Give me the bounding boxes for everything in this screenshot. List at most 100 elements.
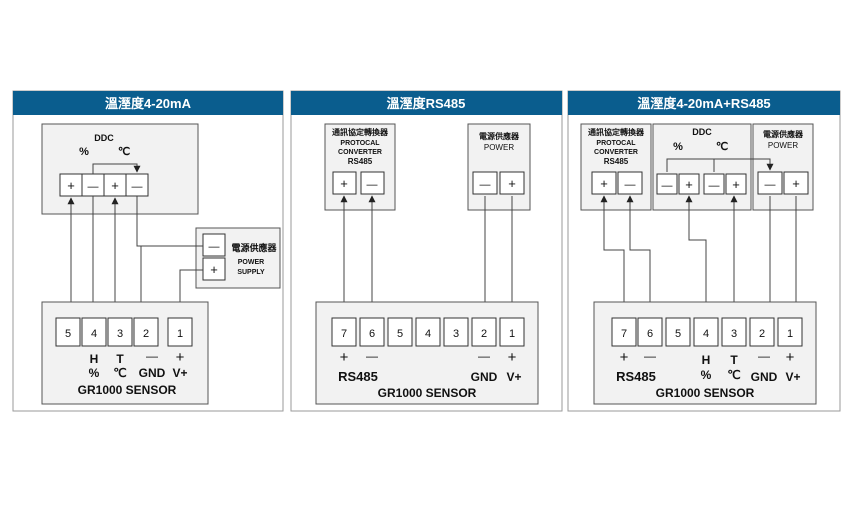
label-t: T [730,353,738,367]
ddc-temp-label: ℃ [118,146,130,158]
sensor-terminal [777,317,803,347]
converter-line2: CONVERTER [338,149,382,156]
sensor-terminal [107,317,133,347]
sensor-terminal [81,317,107,347]
converter-line3: RS485 [348,157,373,166]
label-rs485: RS485 [616,369,656,384]
sensor-terminal-number: 1 [177,328,183,340]
ddc-humidity-label: % [673,141,683,153]
label-h: H [90,352,99,366]
label-v-symbol: + [508,349,517,366]
ddc-terminal [678,173,700,195]
label-pct: % [701,368,712,382]
power-terminal-sign: + [210,262,218,277]
sensor-terminal [55,317,81,347]
ddc-common-link [666,158,715,172]
sensor-terminal-number: 3 [453,328,459,340]
sensor-name: GR1000 SENSOR [656,386,755,400]
sensor-terminal-number: 2 [481,328,487,340]
label-v-symbol: + [786,349,795,366]
converter-line1: PROTOCAL [340,140,380,147]
sensor-terminal [499,317,525,347]
sensor-terminal-number: 7 [341,328,347,340]
sensor-terminal-number: 2 [143,328,149,340]
panel-title: 溫溼度RS485 [387,96,466,111]
label-rs485: RS485 [338,369,378,384]
sensor-terminal [359,317,385,347]
sensor-terminal-number: 7 [621,328,627,340]
sensor-terminal-number: 1 [787,328,793,340]
ddc-title: DDC [692,127,712,137]
sensor-terminal-number: 3 [731,328,737,340]
power-line1: POWER [768,141,798,150]
ddc-terminal [703,173,725,195]
sensor-terminal-number: 5 [397,328,403,340]
power-terminal [472,171,498,195]
ddc-box [41,123,199,215]
power-title: 電源供應器 [479,131,520,141]
label-plus-symbol: + [620,349,629,366]
sensor-terminal [331,317,357,347]
converter-line1: PROTOCAL [596,140,636,147]
label-deg: ℃ [113,366,126,380]
label-vplus: V+ [785,370,800,384]
power-terminal-sign: — [765,179,776,191]
ddc-terminal-sign: + [732,177,740,192]
protocol-converter-module: 通訊協定轉換器 PROTOCAL CONVERTER RS485 + — [580,123,652,211]
panel-rs485: 溫溼度RS485 通訊協定轉換器 PROTOCAL CONVERTER RS48… [290,90,563,412]
wire-ddc-to-power [714,158,774,171]
sensor-terminal [749,317,775,347]
sensor-terminal-number: 3 [117,328,123,340]
power-line1: POWER [484,143,514,152]
sensor-terminal-number: 5 [675,328,681,340]
sensor-module: 5 4 3 2 1 H % T ℃ — GND + V+ GR1000 SENS… [41,301,209,405]
converter-terminal [360,171,385,195]
label-deg: ℃ [727,368,740,382]
converter-terminal-sign: + [340,176,348,191]
ddc-terminal [725,173,747,195]
power-box [752,123,814,211]
ddc-humidity-label: % [79,146,89,158]
label-gnd-symbol: — [478,349,490,363]
panel-4-20ma-rs485: 溫溼度4-20mA+RS485 通訊協定轉換器 PROTOCAL CONVERT… [567,90,841,412]
converter-terminal [591,171,617,195]
sensor-terminal-number: 2 [759,328,765,340]
power-supply-module: — + 電源供應器 POWER SUPPLY [195,227,281,289]
power-terminal [499,171,525,195]
power-terminal-sign: — [480,179,491,191]
power-terminal-sign: + [508,176,516,191]
sensor-terminal [443,317,469,347]
power-title: 電源供應器 [231,242,277,253]
sensor-terminal-number: 4 [91,328,97,340]
ddc-terminal-sign: + [685,177,693,192]
converter-line3: RS485 [604,157,629,166]
sensor-name: GR1000 SENSOR [78,383,177,397]
power-line2: SUPPLY [237,269,265,276]
sensor-module: 7 6 5 4 3 2 1 + — RS485 — GND + V+ GR100… [315,301,539,405]
ddc-module: DDC % ℃ — + — + [652,123,752,211]
power-module: 電源供應器 POWER — + [467,123,531,211]
panel-header [291,91,562,115]
power-terminal [202,233,226,257]
label-gnd: GND [471,370,498,384]
sensor-module: 7 6 5 4 3 2 1 + — RS485 H % T ℃ — GND + … [593,301,817,405]
label-t: T [116,352,124,366]
sensor-terminal [133,317,159,347]
ddc-terminal-sign: — [662,180,673,192]
power-terminal [757,171,783,195]
label-vplus: V+ [172,366,187,380]
sensor-terminal [167,317,193,347]
ddc-terminal-sign: + [111,178,119,193]
panel-title: 溫溼度4-20mA+RS485 [637,96,770,111]
converter-terminal [332,171,357,195]
ddc-terminal-sign: + [67,178,75,193]
ddc-temp-label: ℃ [716,141,728,153]
ddc-terminal-sign: — [88,181,99,193]
sensor-name: GR1000 SENSOR [378,386,477,400]
ddc-terminal [656,173,678,195]
sensor-terminal [665,317,691,347]
power-terminal-sign: + [792,176,800,191]
panel-4-20ma: 溫溼度4-20mA DDC % ℃ + — + — — + 電源供應器 P [12,90,284,412]
label-plus-symbol: + [340,349,349,366]
